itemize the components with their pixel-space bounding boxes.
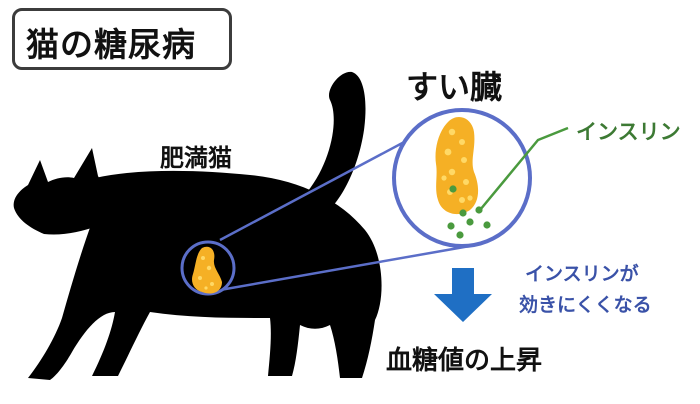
- down-arrow-icon: [434, 268, 492, 322]
- title-box: [12, 8, 232, 70]
- insulin-dots: [447, 185, 491, 239]
- insulin-dot: [447, 222, 455, 230]
- zoom-line-bottom: [219, 244, 471, 292]
- insulin-leader-line: [479, 126, 569, 211]
- cat-silhouette: [13, 71, 382, 380]
- insulin-label: インスリン: [576, 120, 681, 144]
- insulin-effect-line-2: 効きにくくなる: [519, 294, 652, 316]
- cat-head: [13, 148, 104, 235]
- pancreas-large: [435, 117, 479, 215]
- insulin-dot: [466, 218, 474, 226]
- insulin-dot: [449, 185, 457, 193]
- pancreas-small: [192, 246, 222, 294]
- page-title: 猫の糖尿病: [26, 25, 196, 64]
- blood-sugar-rise-label: 血糖値の上昇: [386, 346, 543, 376]
- pancreas-large-texture: [441, 128, 473, 203]
- obese-cat-label: 肥満猫: [160, 144, 232, 172]
- insulin-dot: [483, 221, 491, 229]
- insulin-dot: [459, 209, 467, 217]
- zoom-line-top: [219, 138, 409, 242]
- insulin-effect-line-1: インスリンが: [525, 263, 639, 285]
- pancreas-label: すい臓: [406, 68, 503, 106]
- insulin-dot: [456, 231, 464, 239]
- pancreas-small-texture: [198, 256, 214, 290]
- cat-tail: [300, 71, 366, 220]
